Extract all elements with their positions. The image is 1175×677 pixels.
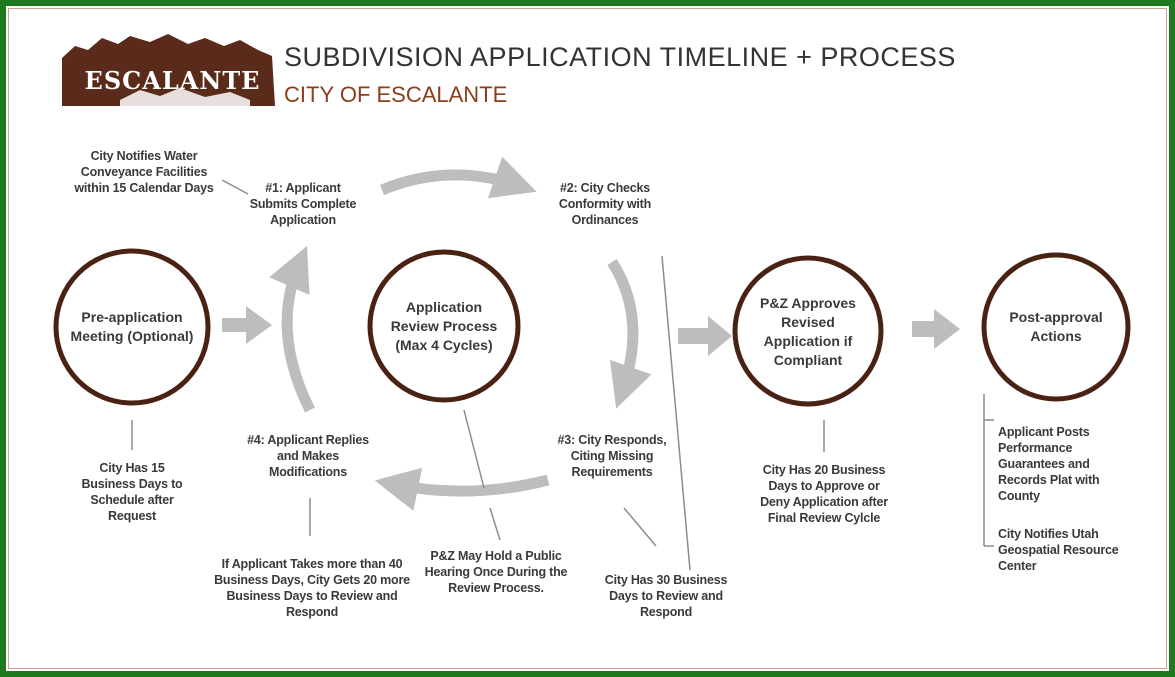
cycle-arrow-4-to-1	[269, 245, 315, 413]
arrow-pre-to-review	[222, 306, 272, 344]
page-subtitle: CITY OF ESCALANTE	[284, 82, 508, 107]
pz-approves-circle	[732, 255, 884, 407]
schedule-note: City Has 15 Business Days to Schedule af…	[81, 461, 183, 523]
review-30-note: City Has 30 Business Days to Review and …	[604, 573, 728, 619]
public-hearing-note: P&Z May Hold a Public Hearing Once Durin…	[424, 549, 568, 595]
inner-border	[8, 8, 1167, 669]
step-2-label: #2: City Checks Conformity with Ordinanc…	[558, 181, 652, 227]
escalante-logo	[62, 34, 275, 106]
cycle-arrow-3-to-4	[374, 467, 550, 511]
applicant-delay-note: If Applicant Takes more than 40 Business…	[214, 557, 410, 619]
water-notice-note: City Notifies Water Conveyance Facilitie…	[74, 149, 214, 195]
post-approval-label: Post-approval Actions	[1009, 309, 1103, 344]
pre-application-label: Pre-application Meeting (Optional)	[70, 309, 194, 344]
approve-20-note: City Has 20 Business Days to Approve or …	[760, 463, 888, 525]
arrow-review-to-pz	[678, 316, 732, 356]
connector-lines	[131, 179, 994, 571]
page-title: SUBDIVISION APPLICATION TIMELINE + PROCE…	[284, 42, 956, 72]
step-4-label: #4: Applicant Replies and Makes Modifica…	[247, 433, 369, 479]
utah-notice-note: City Notifies Utah Geospatial Resource C…	[998, 527, 1119, 573]
step-1-label: #1: Applicant Submits Complete Applicati…	[249, 181, 357, 227]
cycle-arrow-2-to-3	[607, 259, 652, 409]
logo-text: ESCALANTE	[84, 66, 261, 95]
arrow-pz-to-post	[912, 309, 960, 349]
pre-application-circle	[53, 248, 211, 406]
cycle-arrow-1-to-2	[379, 156, 537, 199]
performance-note: Applicant Posts Performance Guarantees a…	[998, 425, 1100, 503]
review-process-circle	[367, 249, 521, 403]
pz-approves-label: P&Z Approves Revised Application if Comp…	[760, 295, 856, 368]
step-3-label: #3: City Responds, Citing Missing Requir…	[557, 433, 667, 479]
post-approval-circle	[981, 252, 1131, 402]
review-process-label: Application Review Process (Max 4 Cycles…	[390, 299, 498, 353]
